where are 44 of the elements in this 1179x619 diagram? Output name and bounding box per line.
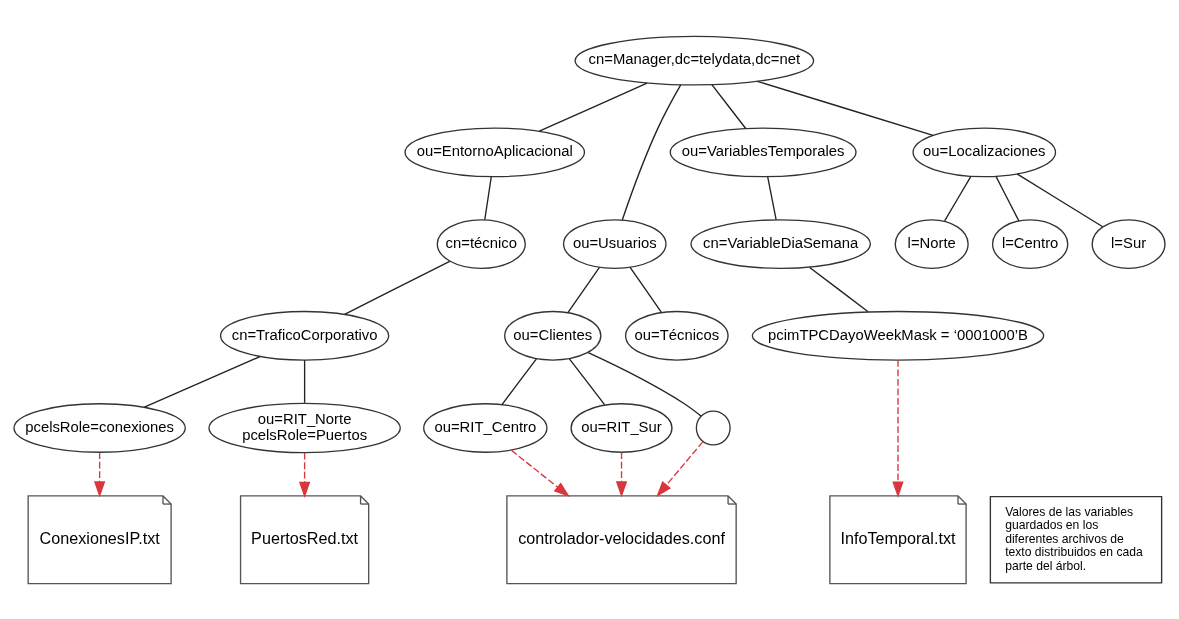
connector bbox=[756, 80, 934, 136]
connector bbox=[766, 175, 777, 220]
connector bbox=[629, 266, 662, 313]
node-ellipse: l=Centro bbox=[991, 218, 1069, 269]
connector bbox=[943, 175, 972, 221]
node-ellipse: cn=técnico bbox=[436, 218, 526, 269]
arrow bbox=[510, 449, 570, 497]
arrow bbox=[298, 451, 311, 498]
node-ellipse: ou=Clientes bbox=[504, 310, 602, 361]
node-ellipse: cn=Manager,dc=telydata,dc=net bbox=[574, 35, 815, 86]
connector bbox=[343, 260, 451, 315]
arrow bbox=[892, 359, 904, 498]
connector bbox=[995, 175, 1020, 221]
node-ellipse: ou=RIT_Sur bbox=[570, 402, 673, 453]
connector bbox=[621, 83, 682, 221]
arrow bbox=[656, 440, 704, 497]
node-ellipse: l=Sur bbox=[1091, 218, 1166, 269]
node-ellipse: ou=RIT_Norte pcelsRole=Puertos bbox=[208, 402, 401, 453]
node-ellipse: cn=VariableDiaSemana bbox=[690, 218, 872, 269]
node-ellipse: cn=TraficoCorporativo bbox=[219, 310, 390, 361]
connector bbox=[538, 81, 648, 132]
connector bbox=[568, 357, 606, 405]
node-ellipse: ou=Técnicos bbox=[624, 310, 729, 361]
connector bbox=[808, 266, 869, 312]
node-box: Valores de las variables guardados en los diferentes archivos de texto distribuidos en cada parte del árbol. bbox=[989, 495, 1163, 584]
node-ellipse: ou=Localizaciones bbox=[912, 126, 1057, 177]
node-ellipse: ou=RIT_Centro bbox=[423, 402, 548, 453]
connector bbox=[1016, 172, 1104, 227]
node-circle bbox=[695, 409, 731, 446]
node-ellipse: ou=EntornoAplicacional bbox=[404, 126, 586, 177]
node-ellipse: pcimTPCDayoWeekMask = ‘0001000’B bbox=[751, 310, 1045, 361]
node-ellipse: l=Norte bbox=[894, 218, 969, 269]
connector bbox=[567, 266, 601, 313]
connector bbox=[143, 355, 261, 408]
connector bbox=[587, 351, 702, 417]
connector bbox=[303, 359, 306, 403]
node-ellipse: ou=Usuarios bbox=[562, 218, 667, 269]
connector bbox=[711, 83, 747, 129]
connector bbox=[484, 175, 492, 220]
node-ellipse: pcelsRole=conexiones bbox=[13, 402, 186, 453]
arrow bbox=[615, 451, 628, 498]
connector bbox=[501, 357, 538, 405]
node-ellipse: ou=VariablesTemporales bbox=[669, 126, 857, 177]
arrow bbox=[93, 451, 106, 498]
